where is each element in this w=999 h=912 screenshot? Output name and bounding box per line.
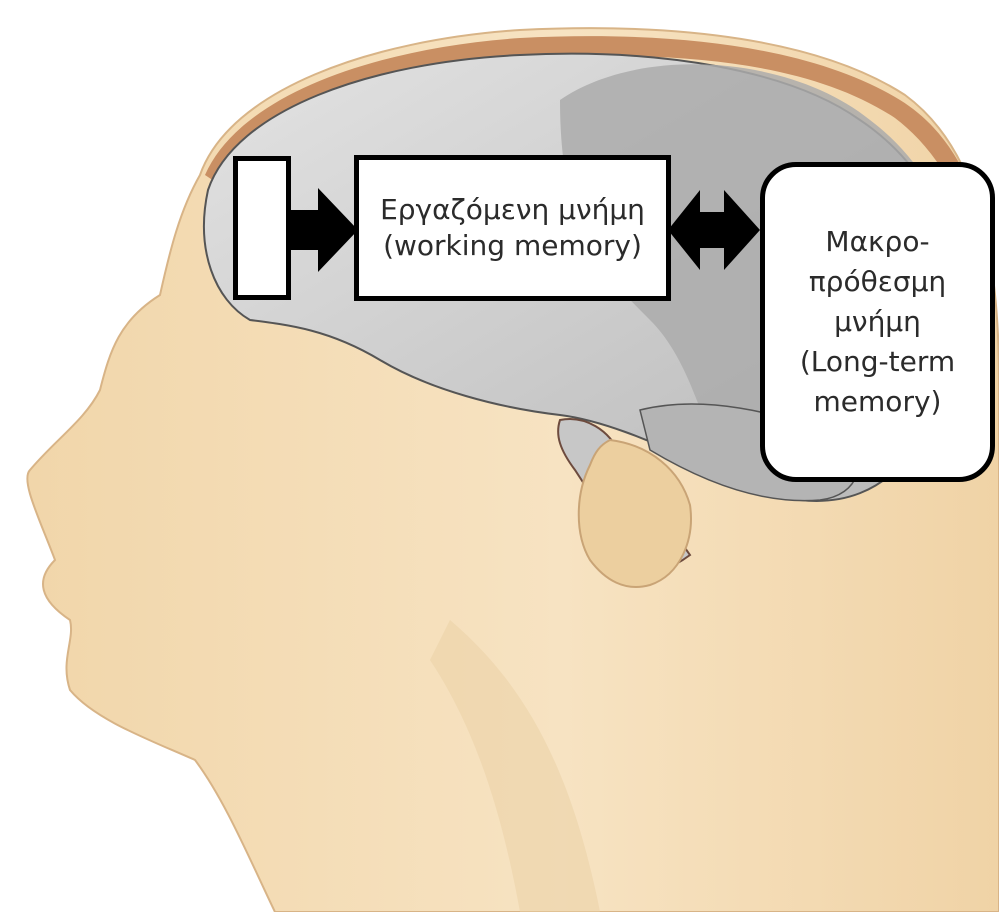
ltm-label-line-5: memory) — [800, 382, 955, 422]
long-term-memory-box: Μακρο- πρόθεσμη μνήμη (Long-term memory) — [760, 162, 995, 482]
ltm-label-line-4: (Long-term — [800, 342, 955, 382]
ltm-label-line-3: μνήμη — [800, 302, 955, 342]
ltm-label-line-1: Μακρο- — [800, 222, 955, 262]
working-memory-box: Εργαζόμενη μνήμη (working memory) — [354, 155, 671, 301]
working-memory-label-greek: Εργαζόμενη μνήμη — [380, 192, 645, 228]
working-memory-label-english: (working memory) — [380, 228, 645, 264]
sensory-register-box — [233, 156, 291, 300]
ltm-label-line-2: πρόθεσμη — [800, 262, 955, 302]
